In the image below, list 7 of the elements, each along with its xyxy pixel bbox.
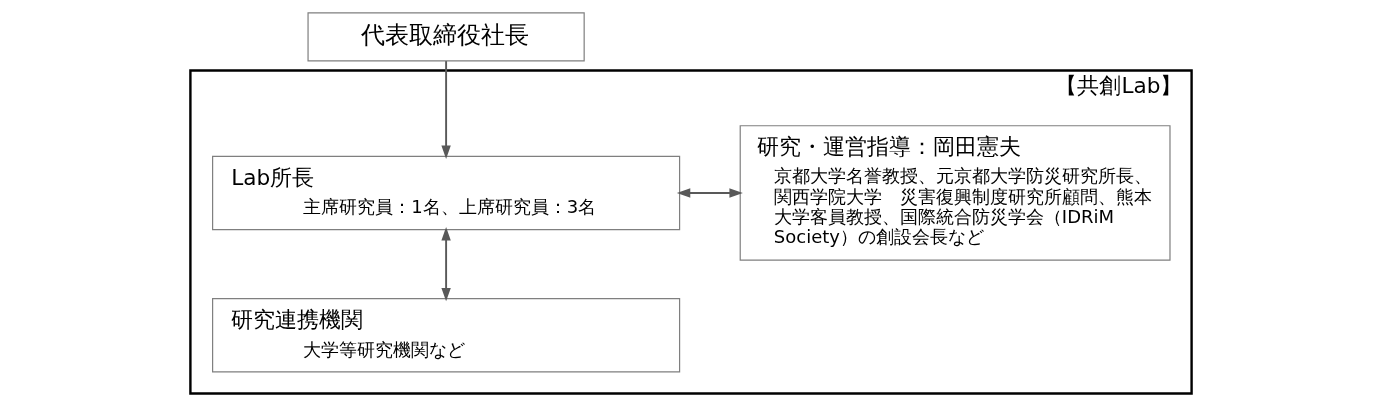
node-box: 代表取締役社長: [307, 12, 585, 62]
node-box: 研究・運営指導：岡田憲夫 京都大学名誉教授、元京都大学防災研究所長、関西学院大学 災害復興制度研究所顧問、熊本大学客員教授、国際統合防災学会（IDRiM Society）の創設会長など: [739, 125, 1171, 261]
arrow: [441, 60, 451, 159]
arrow: [441, 226, 451, 302]
node-box: Lab所長 主席研究員：1名、上席研究員：3名: [212, 155, 681, 231]
arrow: [676, 188, 743, 198]
node-box: 研究連携機関 大学等研究機関など: [212, 298, 681, 373]
